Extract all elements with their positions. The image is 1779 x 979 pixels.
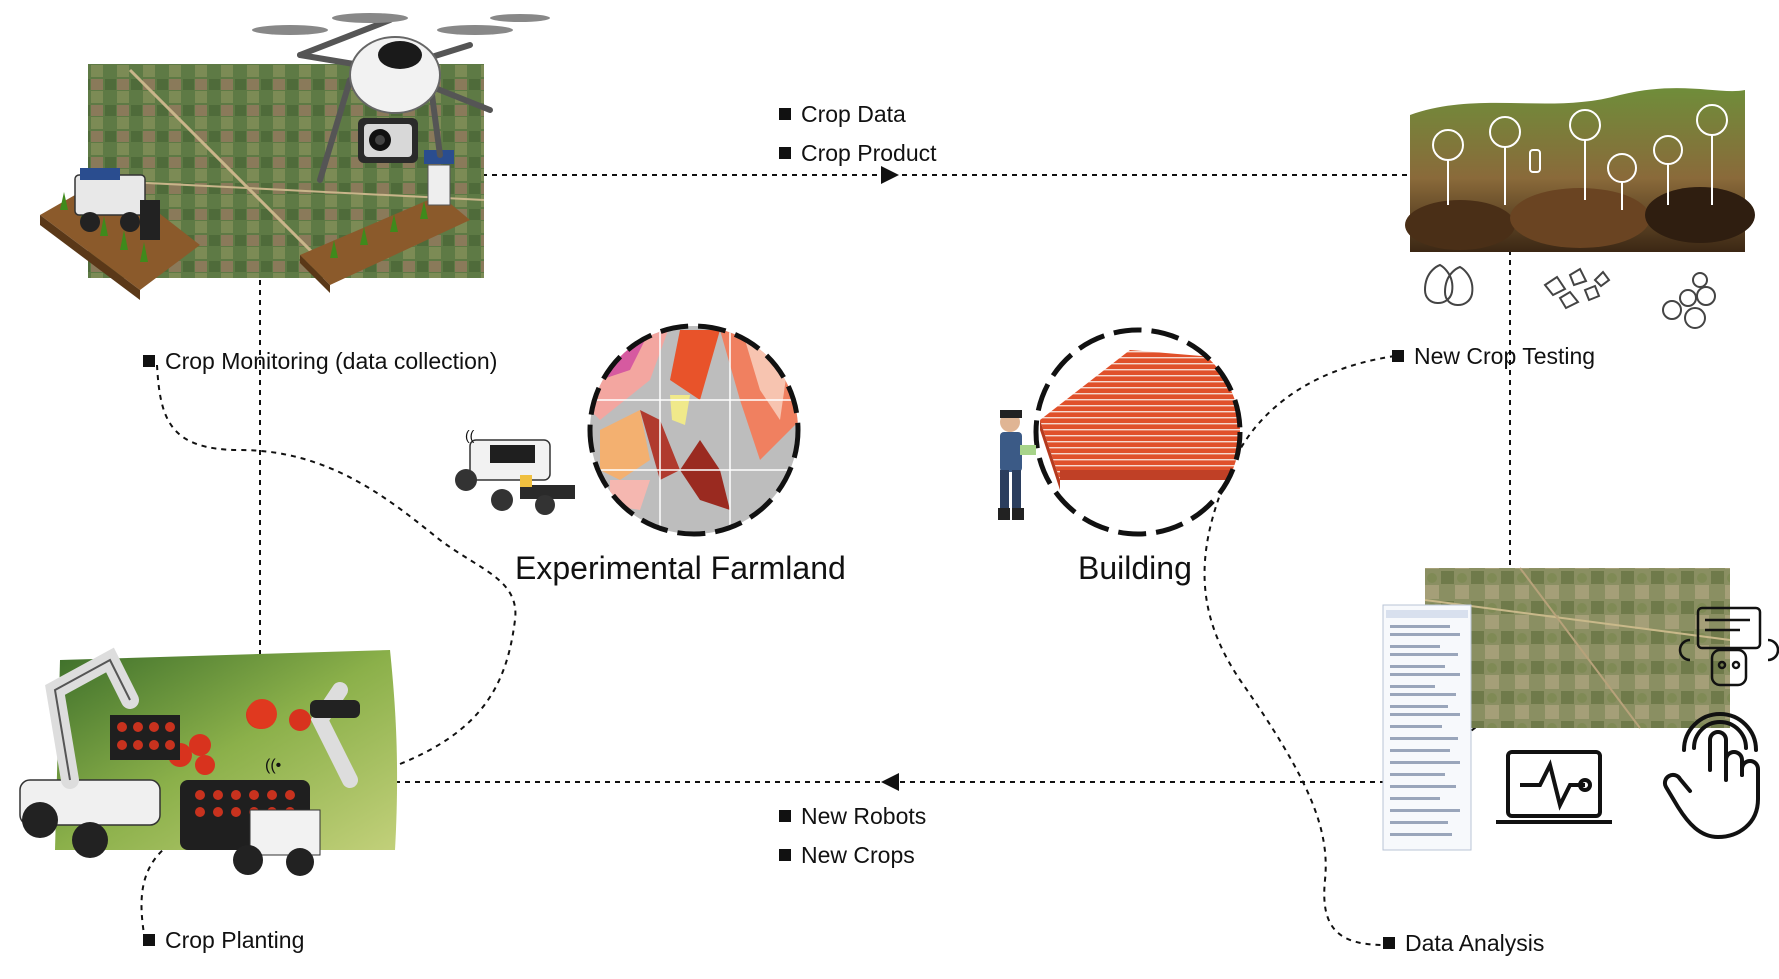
monitoring-curve	[156, 364, 517, 786]
report-document	[1382, 604, 1472, 851]
bullet-square	[1383, 937, 1395, 949]
robot-arm-icon	[19, 647, 180, 858]
center-label-building: Building	[1078, 550, 1192, 586]
flow-label-text: New Robots	[801, 803, 927, 829]
drone-icon	[252, 13, 550, 183]
flow-label-crop-product: Crop Product	[779, 140, 937, 166]
flow-label-new-crops: New Crops	[779, 842, 915, 868]
bullet-square	[143, 355, 155, 367]
data-analysis-illustration	[1382, 567, 1779, 851]
stage-label-new-crop-testing: New Crop Testing	[1392, 343, 1595, 369]
sensor-icons	[1432, 104, 1728, 210]
new-crop-testing-illustration	[1405, 88, 1755, 329]
data-analysis-curve	[1203, 355, 1396, 946]
flow-label-text: New Crops	[801, 842, 915, 868]
bullet-square	[779, 810, 791, 822]
flow-label-crop-data: Crop Data	[779, 101, 906, 127]
harvester-robot-icon: ((	[455, 427, 575, 515]
planting-curve	[140, 847, 166, 941]
soil-sensor-icon	[424, 150, 454, 206]
experimental-farmland-illustration: ((	[455, 323, 801, 537]
planting-bed-right	[300, 195, 470, 293]
bullet-square	[779, 849, 791, 861]
svg-text:((: ((	[465, 427, 475, 443]
bullet-square	[143, 934, 155, 946]
stage-label-text: Crop Planting	[165, 927, 305, 953]
touch-hand-icon	[1662, 712, 1760, 840]
seed-icon	[1423, 263, 1716, 329]
stage-label-crop-monitoring: Crop Monitoring (data collection)	[143, 348, 497, 374]
building-model	[1036, 330, 1240, 534]
svg-text:((•: ((•	[265, 757, 281, 774]
bullet-square	[779, 108, 791, 120]
flow-label-new-robots: New Robots	[779, 803, 926, 829]
flow-label-text: Crop Data	[801, 101, 906, 127]
monitor-icon	[1496, 750, 1612, 824]
farmland-map	[590, 326, 798, 534]
stage-label-text: New Crop Testing	[1414, 343, 1596, 369]
stage-label-data-analysis: Data Analysis	[1383, 930, 1544, 956]
center-label-farmland: Experimental Farmland	[515, 550, 846, 586]
flow-label-text: Crop Product	[801, 140, 937, 166]
crop-planting-illustration: ((•	[19, 647, 398, 876]
bullet-square	[779, 147, 791, 159]
crop-monitoring-illustration	[40, 13, 550, 300]
stage-label-crop-planting: Crop Planting	[143, 927, 304, 953]
building-illustration	[998, 327, 1243, 537]
ai-robot-icon	[1678, 606, 1779, 687]
farm-robot-icon	[74, 168, 160, 240]
robot-cart-icon: ((•	[180, 682, 360, 876]
farmer-icon	[998, 410, 1036, 520]
stage-label-text: Data Analysis	[1405, 930, 1545, 956]
bullet-square	[1392, 350, 1404, 362]
stage-label-text: Crop Monitoring (data collection)	[165, 348, 498, 374]
